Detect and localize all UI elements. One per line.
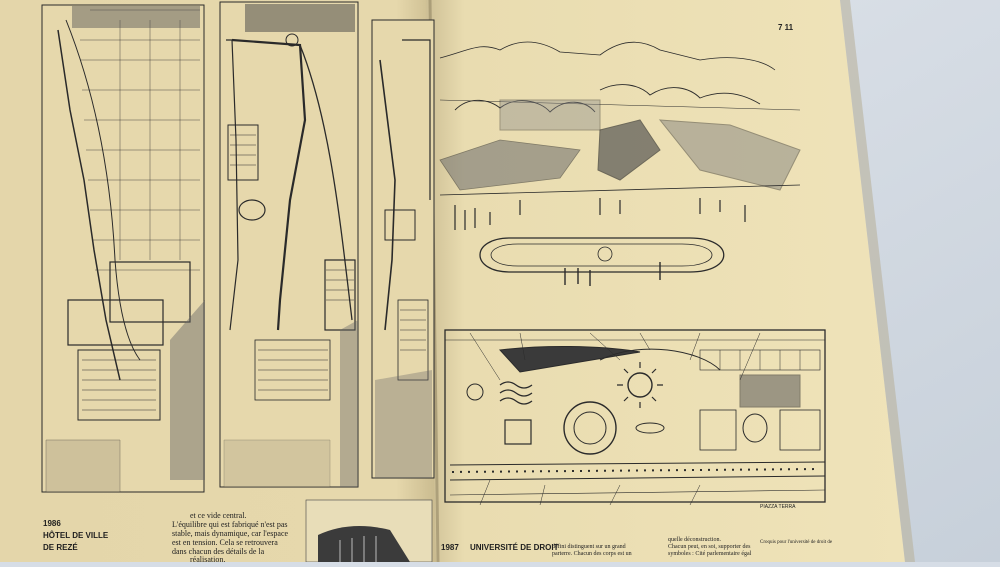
plan-panel-1: [41, 4, 205, 493]
right-body-mid-2: Chacun peut, en soi, supporter des: [668, 544, 751, 550]
building-photo: [305, 499, 433, 563]
page-number: 7 11: [778, 23, 794, 32]
right-caption-title: UNIVERSITÉ DE DROIT: [470, 543, 559, 552]
left-caption-title-2: DE REZÉ: [43, 543, 78, 552]
left-body-line-2: L'équilibre qui est fabriqué n'est pas: [172, 520, 288, 529]
plan-panel-3: [371, 19, 435, 479]
left-body-line-5: dans chacun des détails de la: [172, 547, 265, 556]
left-body-line-4: est en tension. Cela se retrouvera: [172, 538, 278, 547]
right-body-right: Croquis pour l'université de droit de: [760, 540, 833, 545]
right-body-mid-3: symboles : Cité parlementaire égal: [668, 551, 752, 557]
plan-label-piazza-terra: PIAZZA TERRA: [760, 504, 796, 510]
perspective-sketch: [439, 41, 801, 286]
right-page: [426, 0, 905, 562]
left-body-line-3: stable, mais dynamique, car l'espace: [172, 529, 289, 538]
left-body-line-1: et ce vide central.: [190, 511, 247, 520]
right-body-left-2: parterre. Chacun des corps est un: [552, 551, 632, 557]
right-caption-year: 1987: [441, 543, 459, 552]
left-caption-year: 1986: [43, 519, 61, 528]
plan-panel-2: [219, 1, 359, 488]
left-caption-title-1: HÔTEL DE VILLE: [43, 531, 109, 540]
right-body-mid-1: quelle déconstruction.: [668, 537, 721, 543]
site-plan: [444, 329, 826, 506]
right-body-left-1: défini distinguent sur un grand: [552, 544, 626, 550]
left-body-line-6: réalisation.: [190, 555, 226, 564]
